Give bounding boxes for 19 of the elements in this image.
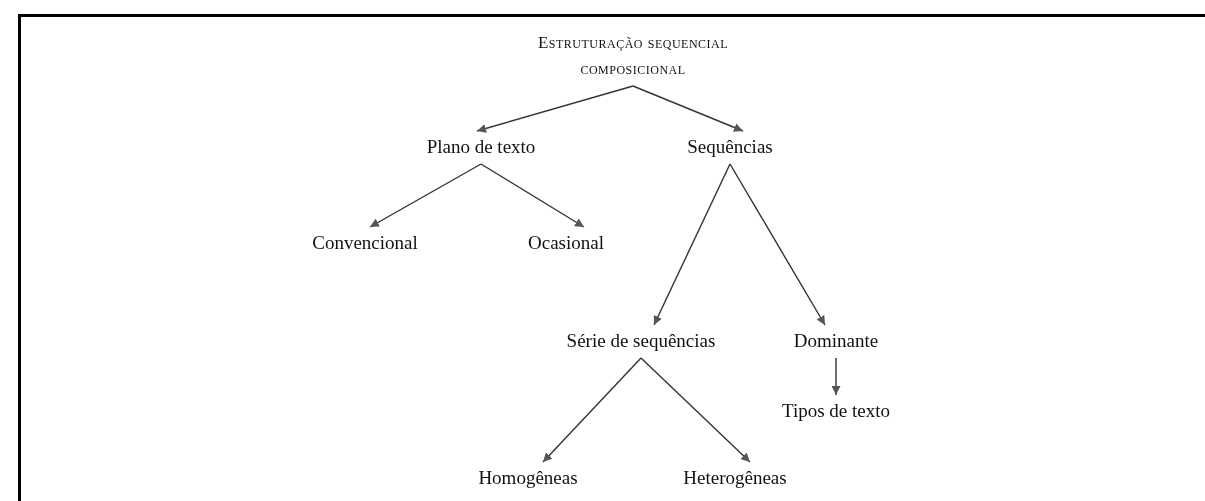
node-label: Ocasional <box>527 231 605 255</box>
arrow <box>729 163 826 326</box>
arrow <box>476 85 634 133</box>
arrow <box>640 357 751 463</box>
node-label: Estruturação sequencial composicional <box>536 32 730 80</box>
arrow <box>831 357 841 396</box>
node-label: Sequências <box>686 135 774 159</box>
node-label: Homogêneas <box>477 466 579 490</box>
arrow <box>369 163 482 228</box>
arrow <box>632 85 744 132</box>
node-label: Tipos de texto <box>780 399 891 423</box>
node-label: Série de sequências <box>566 329 716 353</box>
arrow <box>542 357 642 463</box>
node-label: Heterogêneas <box>682 466 788 490</box>
arrow <box>653 163 731 326</box>
node-label: Dominante <box>792 329 880 353</box>
node-label: Plano de texto <box>425 135 537 159</box>
node-label: Convencional <box>311 231 419 255</box>
arrow <box>480 163 585 228</box>
